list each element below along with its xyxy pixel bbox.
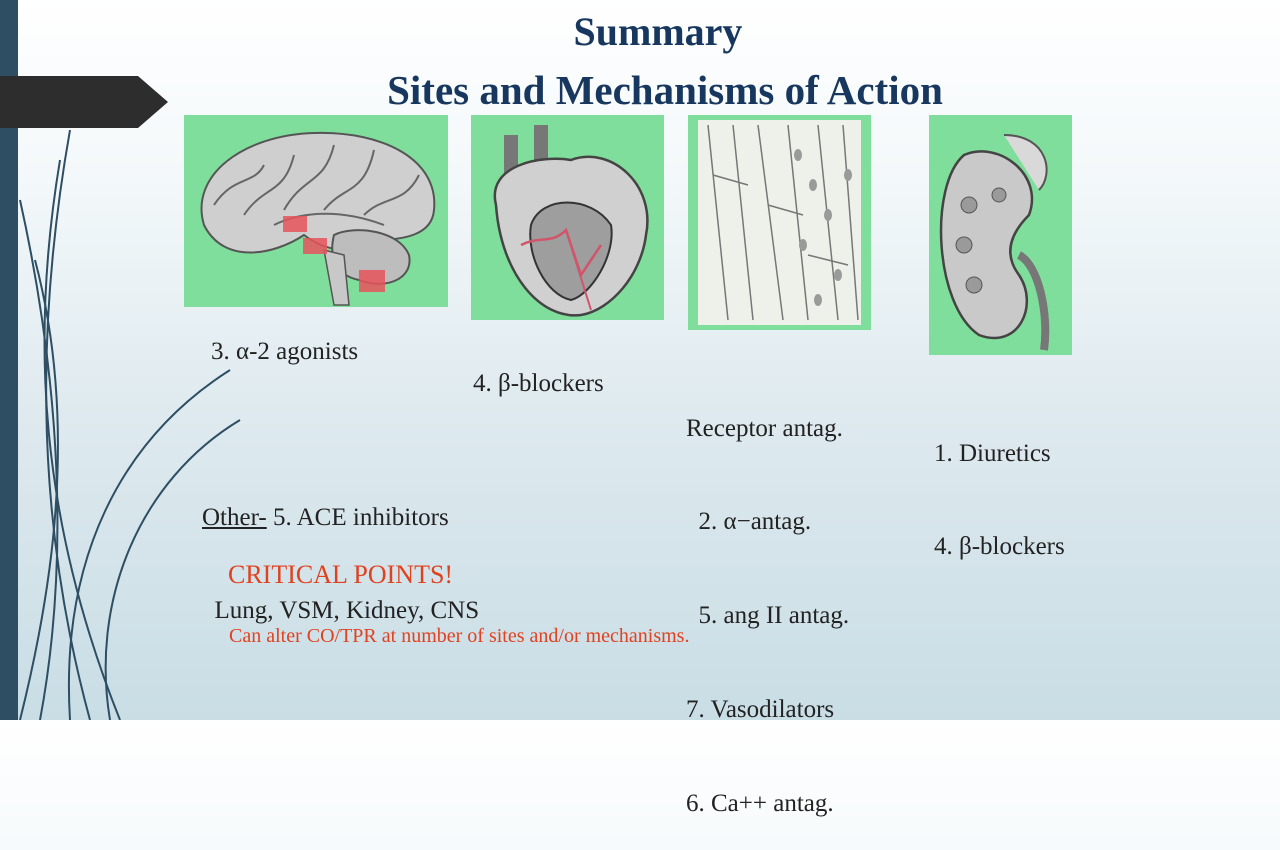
other-sites: Lung, VSM, Kidney, CNS [202, 597, 480, 625]
vessel-label-line: 6. Ca++ antag. [686, 789, 834, 817]
heart-image [471, 115, 664, 320]
slide-subtitle: Sites and Mechanisms of Action [387, 67, 943, 113]
vessel-label-line: 7. Vasodilators [686, 695, 835, 723]
vessel-label-heading: Receptor antag. [686, 414, 843, 442]
left-accent-bar [0, 0, 18, 720]
critical-points-heading: CRITICAL POINTS! [228, 560, 454, 589]
decorative-curves [19, 129, 241, 720]
slide-title: Summary [573, 9, 743, 54]
critical-note: Can alter CO/TPR at number of sites and/… [229, 625, 690, 647]
kidney-label-line: 4. β-blockers [934, 533, 1065, 561]
vessel-label-block: Receptor antag. 2. α−antag. 5. ang II an… [686, 350, 849, 850]
kidney-label-line: 1. Diuretics [934, 439, 1051, 467]
vessel-label-line: 2. α−antag. [686, 508, 812, 536]
brain-image [184, 115, 448, 307]
other-ace-inhibitors: 5. ACE inhibitors [266, 503, 449, 531]
kidney-label-block: 1. Diuretics 4. β-blockers [934, 375, 1065, 594]
other-block: Other- 5. ACE inhibitors Lung, VSM, Kidn… [202, 439, 479, 658]
title-arrow-tab [0, 76, 168, 128]
brain-label: 3. α-2 agonists [211, 338, 359, 365]
other-prefix: Other- [202, 503, 267, 531]
kidney-image [929, 115, 1072, 355]
blood-vessel-image [688, 115, 871, 330]
heart-label: 4. β-blockers [473, 370, 604, 397]
vessel-label-line: 5. ang II antag. [686, 602, 850, 629]
